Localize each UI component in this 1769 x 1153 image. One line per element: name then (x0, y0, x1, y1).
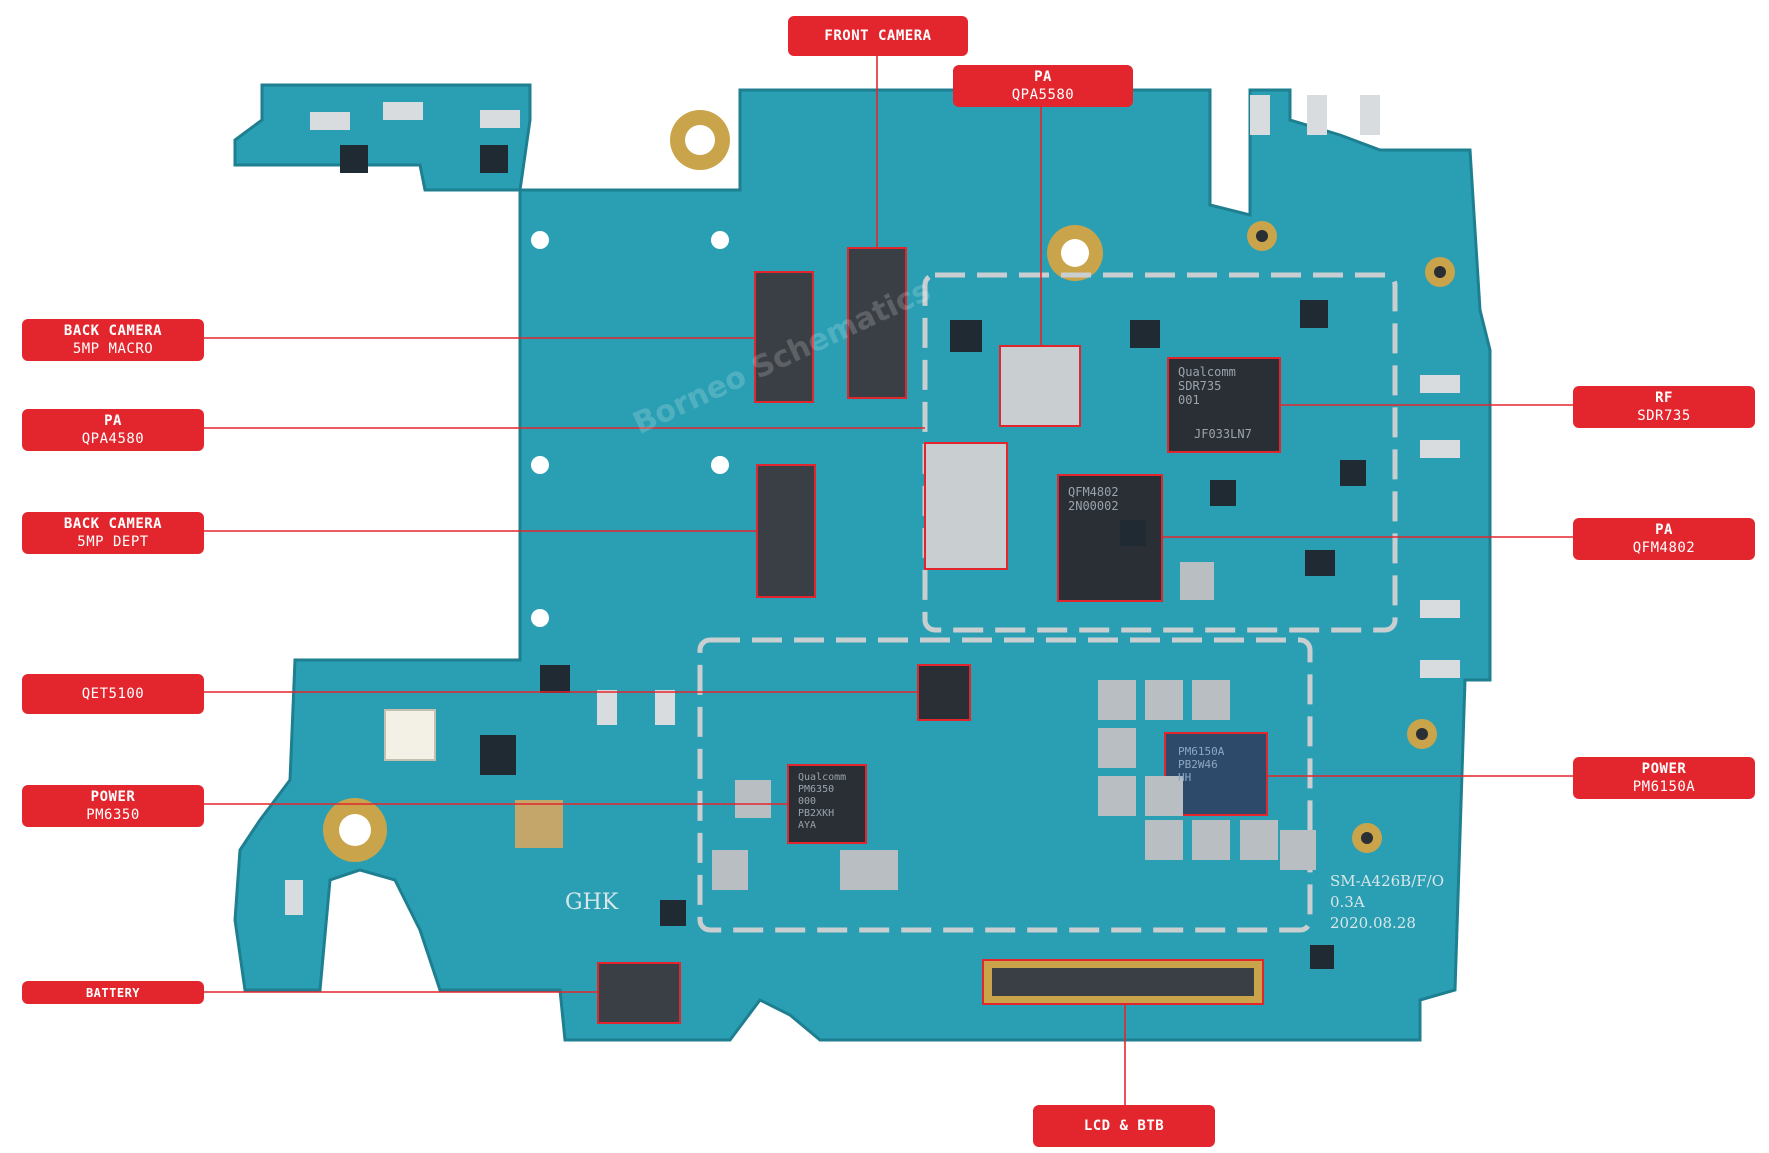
via-hole (711, 456, 729, 474)
label-part: QFM4802 (1632, 540, 1696, 556)
label-back-camera-macro: BACK CAMERA 5MP MACRO (22, 319, 204, 361)
label-pa-qpa5580: PA QPA5580 (953, 65, 1133, 107)
small-chips (340, 145, 1366, 969)
chip-text-line: PM6150A (1178, 745, 1225, 758)
connector-lcd-btb-pins (992, 968, 1254, 996)
label-power-pm6150a: POWER PM6150A (1573, 757, 1755, 799)
chip-text-line: QFM4802 (1068, 485, 1119, 499)
antenna-connectors (1247, 221, 1455, 853)
label-qet5100: QET5100 (22, 674, 204, 714)
via-hole (531, 609, 549, 627)
label-pa-qpa4580: PA QPA4580 (22, 409, 204, 451)
board-factory-text: GHK (565, 890, 619, 915)
flash-led (384, 709, 436, 761)
chip-text-line: JF033LN7 (1194, 427, 1252, 441)
label-pa-qfm4802: PA QFM4802 (1573, 518, 1755, 560)
label-title: BACK CAMERA (63, 323, 163, 339)
label-title: PA (104, 413, 122, 429)
label-title: PA (1655, 522, 1673, 538)
chip-pm6150a-text: PM6150A PB2W46 HH (1178, 745, 1224, 784)
label-part: QPA5580 (1011, 87, 1075, 103)
label-part: QET5100 (81, 686, 145, 702)
board-model-text: SM-A426B/F/O (1330, 872, 1445, 890)
chip-text-line: SDR735 (1178, 379, 1222, 393)
label-part: 5MP MACRO (72, 341, 154, 357)
label-title: LCD & BTB (1083, 1118, 1165, 1134)
label-rf-sdr735: RF SDR735 (1573, 386, 1755, 428)
chip-text-line: Qualcomm (1178, 365, 1236, 379)
connector-battery (597, 962, 681, 1024)
label-title: BACK CAMERA (63, 516, 163, 532)
chip-text-line: 000 (798, 796, 817, 807)
board-revision-text: 0.3A (1330, 893, 1365, 911)
label-part: PM6350 (86, 807, 140, 823)
via-hole (531, 231, 549, 249)
label-battery: BATTERY (22, 981, 204, 1004)
label-title: BATTERY (85, 985, 141, 1000)
label-text: FRONT CAMERA (824, 28, 932, 44)
label-back-camera-dept: BACK CAMERA 5MP DEPT (22, 512, 204, 554)
component-group (712, 562, 1316, 890)
label-lcd-btb: LCD & BTB (1033, 1105, 1215, 1147)
shield-frame-bottom (697, 637, 1313, 933)
mount-hole-center (685, 125, 715, 155)
label-title: RF (1655, 390, 1673, 406)
chip-qpa5580 (999, 345, 1081, 427)
chip-text-line: PM6350 (798, 784, 835, 795)
chip-text-line: Qualcomm (798, 772, 847, 783)
chip-qpa4580 (924, 442, 1008, 570)
label-power-pm6350: POWER PM6350 (22, 785, 204, 827)
label-title: PA (1034, 69, 1052, 85)
label-part: PM6150A (1632, 779, 1696, 795)
qr-code-label (515, 800, 563, 848)
label-title: POWER (90, 789, 136, 805)
chip-text-line: PB2W46 (1178, 758, 1218, 771)
chip-text-line: 001 (1178, 393, 1200, 407)
chip-text-line: 2N00002 (1068, 499, 1119, 513)
label-part: 5MP DEPT (77, 534, 149, 550)
chip-text-line: PB2XKH (798, 808, 835, 819)
via-hole (711, 231, 729, 249)
connector-back-camera-dept (756, 464, 816, 598)
board-outline (233, 83, 1492, 1042)
spring-contacts (285, 95, 1460, 915)
label-part: QPA4580 (81, 431, 145, 447)
chip-pm6350-text: Qualcomm PM6350 000 PB2XKH AYA (798, 772, 846, 832)
chip-qfm4802-text: QFM4802 2N00002 (1068, 485, 1119, 513)
chip-pm6350 (787, 764, 867, 844)
connector-front-camera (847, 247, 907, 399)
via-hole (531, 456, 549, 474)
chip-text-line: AYA (798, 820, 817, 831)
board-date-text: 2020.08.28 (1330, 914, 1416, 932)
mount-hole-center (339, 814, 371, 846)
label-title: POWER (1641, 761, 1687, 777)
leader-lines (204, 52, 1573, 1105)
chip-sdr735-text: Qualcomm SDR735 001 JF033LN7 (1178, 365, 1252, 441)
chip-qet5100 (917, 664, 971, 721)
connector-back-camera-macro (754, 271, 814, 403)
mount-hole-center (1061, 239, 1089, 267)
chip-sdr735 (1167, 357, 1281, 453)
label-part: SDR735 (1637, 408, 1691, 424)
chip-text-line: HH (1178, 771, 1192, 784)
label-front-camera: FRONT CAMERA (788, 16, 968, 56)
